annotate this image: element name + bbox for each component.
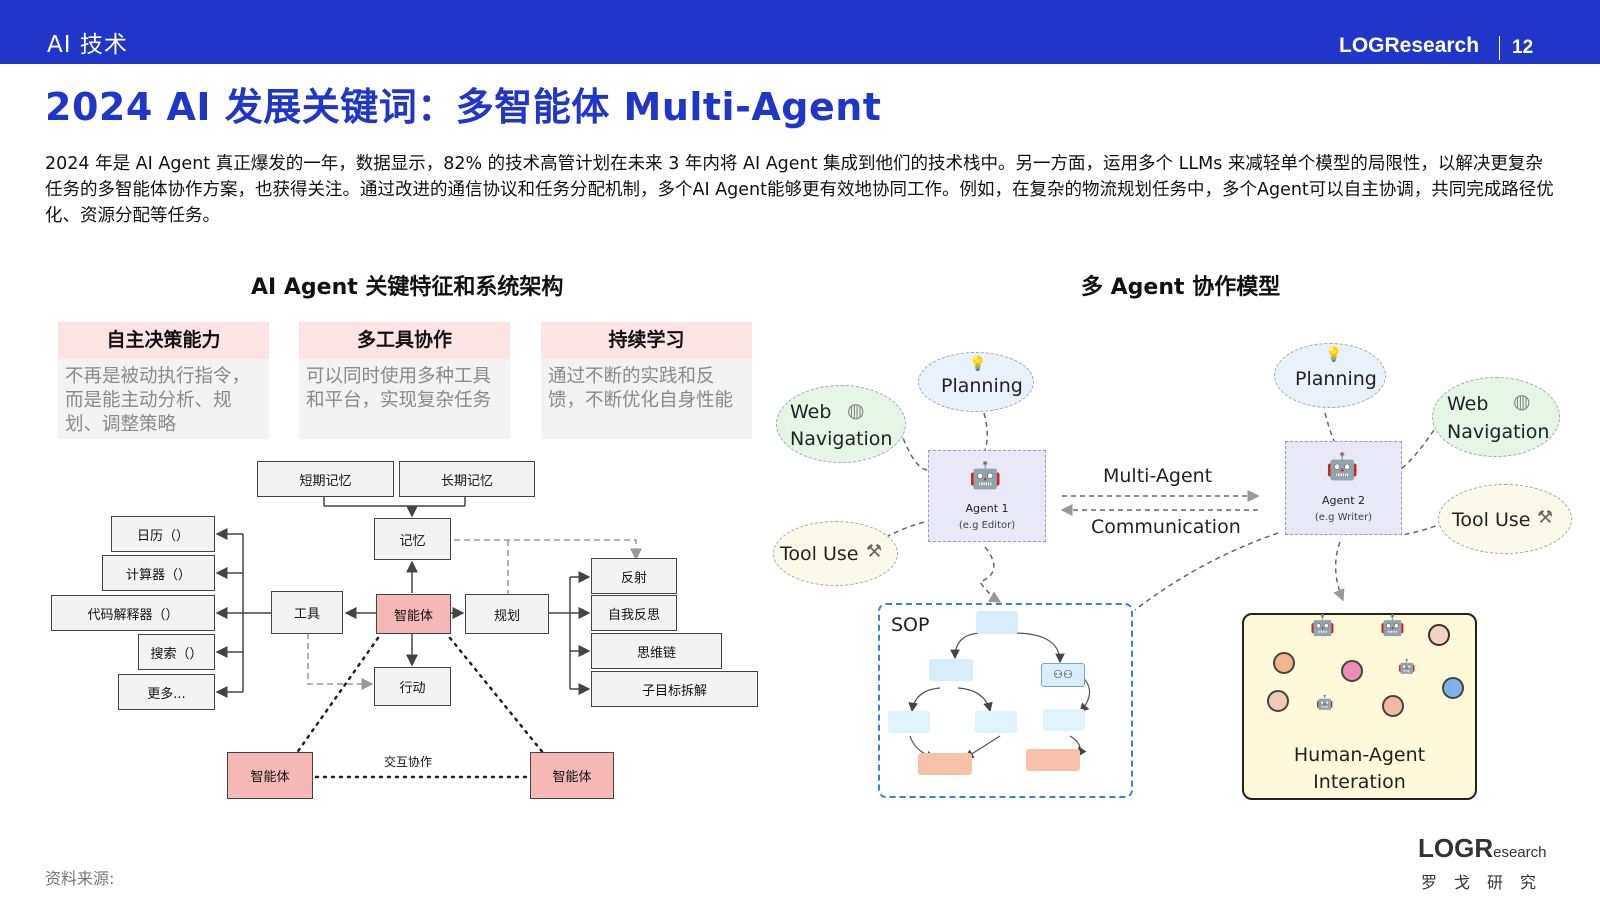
feature-card-learning: 持续学习 通过不断的实践和反馈，不断优化自身性能: [541, 322, 752, 439]
calculator-box: 计算器（）: [102, 555, 215, 591]
sop-node: [888, 711, 930, 733]
lightbulb-icon: 💡: [1325, 347, 1343, 363]
agent-box-right: 智能体: [530, 752, 614, 799]
action-box: 行动: [374, 667, 451, 706]
tool-cloud-2: Tool Use ⚒: [1438, 484, 1572, 554]
web-cloud-1: Web Navigation ◍: [776, 385, 906, 463]
hammer-icon: ⚒: [866, 541, 883, 562]
sop-node: [1026, 749, 1080, 771]
human-agent-panel: 🤖 🤖 🤖 🤖 Human-Agent Interation: [1242, 613, 1477, 800]
robot-icon: 🤖: [1326, 452, 1359, 482]
logo-suffix: esearch: [1493, 844, 1547, 861]
agent-2-title: Agent 2: [1321, 494, 1366, 507]
web-label-2b: Navigation: [1447, 421, 1550, 443]
brand-logo: LOGResearch: [1339, 34, 1480, 57]
web-label-1a: Web: [790, 401, 832, 423]
memory-box: 记忆: [374, 518, 451, 560]
planning-label-2: Planning: [1295, 368, 1377, 390]
tools-box: 工具: [271, 591, 343, 634]
human-label-line1: Human-Agent: [1293, 744, 1426, 766]
source-note: 资料来源:: [45, 869, 115, 888]
person-icon: [1267, 690, 1289, 712]
person-icon: [1382, 695, 1404, 717]
card-body: 可以同时使用多种工具和平台，实现复杂任务: [306, 366, 492, 411]
card-body: 通过不断的实践和反馈，不断优化自身性能: [548, 366, 734, 411]
footer-logo: LOGResearch: [1418, 833, 1546, 864]
agent-2-card: 🤖 Agent 2 (e.g Writer): [1285, 441, 1402, 535]
right-panel-title: 多 Agent 协作模型: [1081, 275, 1281, 300]
card-title: 多工具协作: [299, 322, 510, 359]
more-box: 更多...: [118, 674, 215, 710]
planning-cloud-2: Planning 💡: [1274, 343, 1386, 408]
person-icon: [1273, 652, 1295, 674]
page-title: 2024 AI 发展关键词：多智能体 Multi-Agent: [45, 85, 882, 129]
web-label-2a: Web: [1447, 393, 1489, 415]
sop-node: [929, 659, 973, 681]
long-term-memory-box: 长期记忆: [399, 461, 535, 497]
agent-box: 智能体: [376, 594, 451, 634]
feature-card-autonomy: 自主决策能力 不再是被动执行指令，而是能主动分析、规划、调整策略: [58, 322, 269, 439]
chain-of-thought-box: 思维链: [591, 633, 722, 669]
robot-icon: 🤖: [1398, 659, 1416, 675]
sop-node: [1043, 709, 1085, 731]
sop-label: SOP: [891, 614, 930, 636]
self-critique-box: 自我反思: [591, 595, 677, 631]
feature-card-tools: 多工具协作 可以同时使用多种工具和平台，实现复杂任务: [299, 322, 510, 439]
card-title: 持续学习: [541, 322, 752, 359]
robot-icon: 🤖: [969, 461, 1002, 491]
robot-icon: 🤖: [1380, 613, 1405, 637]
human-label-line2: Interation: [1313, 771, 1406, 793]
comm-label-bottom: Communication: [1091, 516, 1241, 538]
sop-panel: SOP ⚇⚇: [878, 603, 1133, 798]
agent-1-card: 🤖 Agent 1 (e.g Editor): [928, 450, 1046, 542]
header-divider: [1499, 36, 1500, 60]
robot-icon: ⚇⚇: [1041, 663, 1085, 687]
card-title: 自主决策能力: [58, 322, 269, 359]
robot-icon: 🤖: [1310, 613, 1335, 637]
robot-icon: 🤖: [1316, 695, 1334, 711]
header-bar: AI 技术 LOGResearch 12: [0, 0, 1600, 64]
globe-icon: ◍: [847, 398, 865, 422]
page-number: 12: [1512, 37, 1534, 58]
lightbulb-icon: 💡: [969, 356, 987, 372]
sop-node: [975, 711, 1017, 733]
card-body: 不再是被动执行指令，而是能主动分析、规划、调整策略: [65, 366, 251, 435]
comm-label-top: Multi-Agent: [1103, 465, 1213, 487]
tool-label-1: Tool Use: [780, 543, 859, 565]
planning-label-1: Planning: [941, 375, 1023, 397]
tool-cloud-1: Tool Use ⚒: [773, 521, 898, 586]
short-term-memory-box: 短期记忆: [257, 461, 394, 497]
human-agent-label: Human-Agent Interation: [1244, 742, 1475, 796]
person-icon: [1442, 677, 1464, 699]
agent-1-title: Agent 1: [965, 502, 1009, 515]
web-label-1b: Navigation: [790, 428, 893, 450]
web-cloud-2: Web Navigation ◍: [1432, 377, 1560, 457]
search-box: 搜索（）: [138, 634, 215, 670]
calendar-box: 日历（）: [111, 516, 215, 552]
intro-paragraph: 2024 年是 AI Agent 真正爆发的一年，数据显示，82% 的技术高管计…: [45, 154, 1554, 226]
agent-1-subtitle: (e.g Editor): [958, 520, 1016, 531]
tool-label-2: Tool Use: [1452, 509, 1531, 531]
globe-icon: ◍: [1513, 389, 1531, 413]
section-label: AI 技术: [47, 32, 128, 58]
person-icon: [1428, 624, 1450, 646]
logo-text: LOGR: [1418, 833, 1494, 863]
person-icon: [1341, 660, 1363, 682]
reflection-box: 反射: [591, 558, 677, 594]
sop-node: [976, 611, 1018, 634]
code-interpreter-box: 代码解释器（）: [51, 595, 215, 631]
subgoal-box: 子目标拆解: [591, 671, 758, 707]
left-panel-title: AI Agent 关键特征和系统架构: [251, 275, 564, 300]
agent-2-subtitle: (e.g Writer): [1314, 512, 1373, 523]
planning-box: 规划: [465, 594, 549, 634]
hammer-icon: ⚒: [1537, 507, 1554, 528]
interaction-label: 交互协作: [384, 755, 433, 769]
sop-node: [918, 753, 972, 775]
agent-box-left: 智能体: [227, 752, 313, 799]
footer-logo-cn: 罗戈研究: [1421, 873, 1554, 892]
planning-cloud-1: Planning 💡: [918, 352, 1034, 412]
